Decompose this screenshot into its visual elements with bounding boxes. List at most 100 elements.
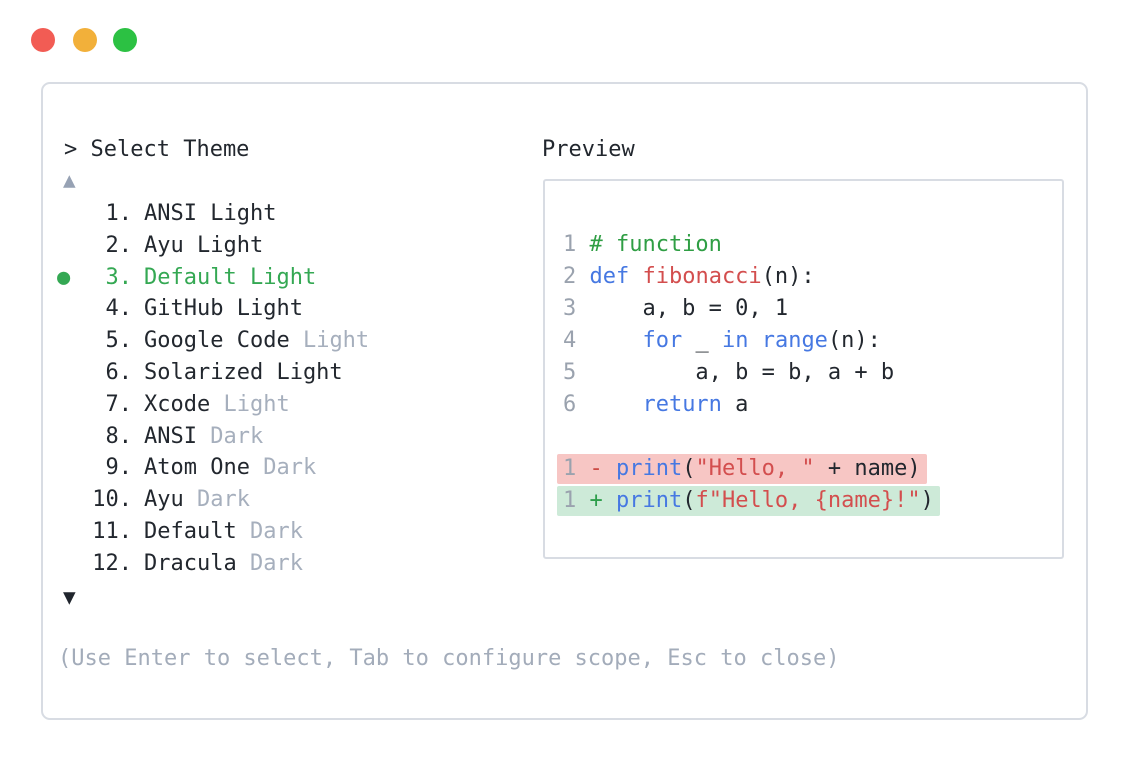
diff-removed-line: 1- print("Hello, " + name) [557,454,927,484]
selected-bullet-icon [57,548,92,580]
item-name: Solarized Light [144,359,343,385]
item-number: 8. [105,423,133,449]
code-line: 2 def fibonacci(n): [563,261,1062,293]
code-line: 1 # function [563,229,1062,261]
line-number: 3 [563,296,577,321]
theme-list-item-selected[interactable]: ● 3. Default Light [57,262,369,294]
theme-list-item[interactable]: 4. GitHub Light [57,293,369,325]
code-token: print [615,488,683,513]
selected-bullet-icon [57,293,92,325]
code-token: + name) [814,456,921,481]
scroll-down-icon[interactable]: ▼ [63,585,76,609]
code-line-blank [563,421,1062,453]
theme-list-item[interactable]: 1.ANSI Light [57,198,369,230]
item-number: 2. [105,232,133,258]
line-number: 1 [563,488,577,513]
code-token [603,488,616,513]
selected-bullet-icon [57,452,92,484]
selected-bullet-icon [57,484,92,516]
code-token: a, b = 0, 1 [589,296,789,321]
code-token: ( [682,488,696,513]
theme-list-item[interactable]: 2.Ayu Light [57,230,369,262]
item-name: Default [144,518,237,544]
selected-bullet-icon: ● [57,264,71,290]
code-token: "Hello, " [695,456,815,481]
line-number: 1 [563,232,577,257]
item-variant: Dark [236,550,303,576]
item-name: Google Code [144,328,290,354]
item-name: Atom One [144,455,250,481]
theme-list-item[interactable]: 9. Atom One Dark [57,452,369,484]
line-number: 6 [563,392,577,417]
item-name: ANSI [144,423,197,449]
code-token: a, b = b, a + b [589,360,895,385]
selected-bullet-icon [57,325,92,357]
item-variant: Dark [196,423,264,449]
keyboard-hint: (Use Enter to select, Tab to configure s… [58,646,840,671]
theme-list-item[interactable]: 6. Solarized Light [57,357,369,389]
code-line: 1 + print(f"Hello, {name}!") [557,485,1062,517]
code-token: f"Hello, {name}!" [695,488,921,513]
item-name: Ayu [144,487,184,513]
theme-list-item[interactable]: 12. Dracula Dark [57,548,369,580]
code-token: def [589,264,630,289]
theme-list-item[interactable]: 5. Google Code Light [57,325,370,357]
item-variant: Light [289,328,370,354]
minimize-button[interactable] [73,28,97,52]
diff-minus-sign: - [589,456,603,481]
selected-bullet-icon [57,357,92,389]
item-variant: Light [210,391,290,417]
code-token: a [721,392,749,417]
line-number: 1 [563,456,577,481]
theme-list-item[interactable]: 8. ANSI Dark [57,421,369,453]
code-token: (n): [827,328,881,353]
code-token [589,328,642,353]
item-number: 7. [105,391,133,417]
code-token: (n): [761,264,815,289]
code-token: range [761,328,828,353]
code-line: 6 return a [563,389,1062,421]
code-token: # function [589,232,722,257]
maximize-button[interactable] [113,28,137,52]
item-number: 12. [92,550,132,576]
selected-bullet-icon [57,389,92,421]
selected-bullet-icon [57,421,92,453]
theme-list-item[interactable]: 7. Xcode Light [57,389,369,421]
preview-title: Preview [542,137,635,162]
item-name: Xcode [144,391,211,417]
diff-plus-sign: + [589,488,603,513]
item-number: 6. [105,359,133,385]
code-token [748,328,761,353]
theme-picker-panel: > Select Theme Preview ▲ 1.ANSI Light 2.… [41,82,1088,720]
item-name: GitHub Light [144,296,303,322]
close-button[interactable] [31,28,55,52]
item-number: 9. [105,455,133,481]
line-number: 4 [563,328,577,353]
code-line: 5 a, b = b, a + b [563,357,1062,389]
code-token [589,392,642,417]
code-line: 3 a, b = 0, 1 [563,293,1062,325]
theme-list-item[interactable]: 11.Default Dark [57,516,369,548]
item-name: Dracula [144,550,237,576]
item-number: 5. [105,328,133,354]
item-number: 4. [105,296,133,322]
code-line: 1- print("Hello, " + name) [557,453,1062,485]
code-token: for [642,328,683,353]
line-number: 5 [563,360,577,385]
code-token: ) [920,488,934,513]
item-variant: Dark [183,487,250,513]
line-number: 2 [563,264,577,289]
item-number: 3. [105,264,133,290]
item-number: 11. [92,518,132,544]
code-token: ( [682,456,696,481]
item-variant: Dark [249,455,317,481]
theme-list-item[interactable]: 10.Ayu Dark [57,484,369,516]
code-token: fibonacci [642,264,762,289]
item-name: Default Light [144,264,317,290]
code-token [603,456,616,481]
scroll-up-icon[interactable]: ▲ [63,168,76,192]
theme-list: 1.ANSI Light 2.Ayu Light ●3.Default Ligh… [57,198,369,580]
select-theme-prompt: > Select Theme [64,137,250,162]
